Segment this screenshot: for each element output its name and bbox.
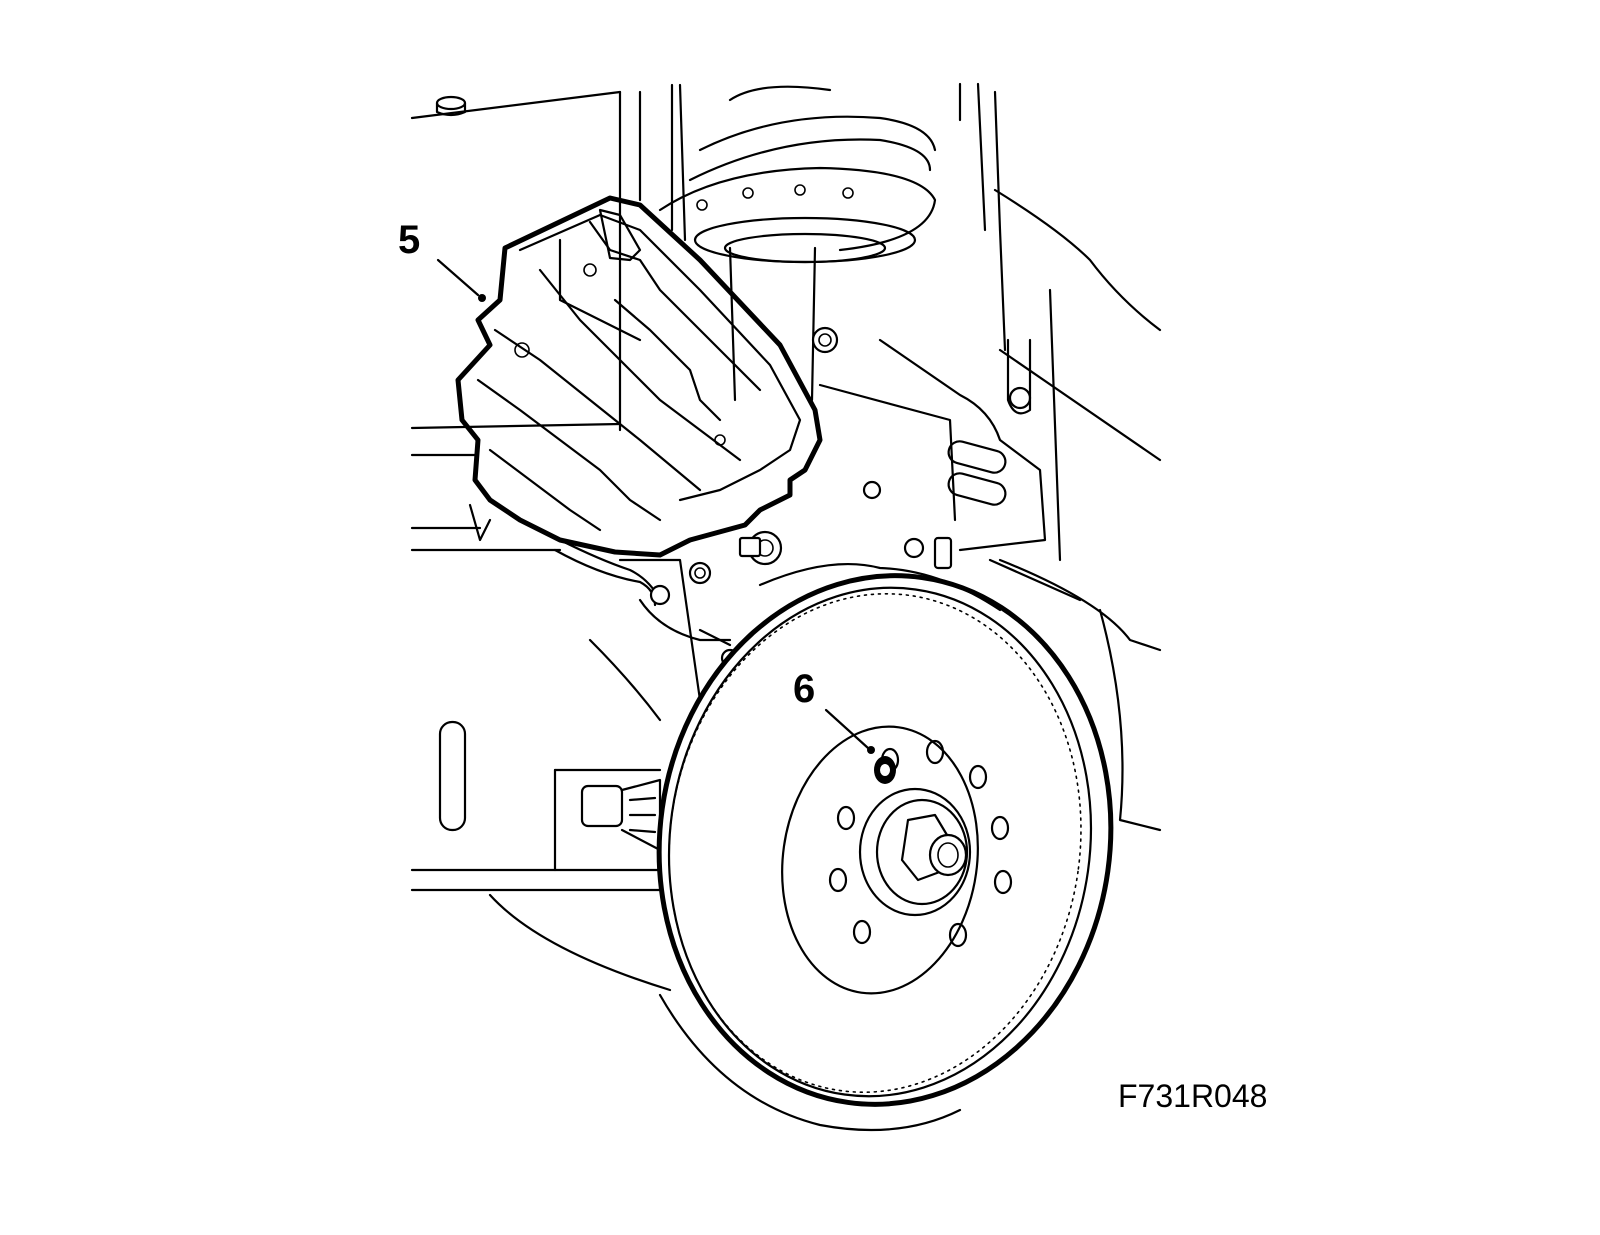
hub-nut — [900, 813, 968, 882]
callout-number-5: 5 — [398, 218, 420, 262]
wheel-speed-sensor — [580, 778, 662, 852]
brake-caliper — [455, 195, 823, 607]
brake-disc — [656, 563, 1114, 1132]
callout-leaders — [436, 258, 875, 754]
vehicle-body-structure — [410, 82, 1162, 992]
coil-spring-strut — [658, 83, 937, 402]
figure-code: F731R048 — [1118, 1078, 1267, 1114]
callout-number-6: 6 — [793, 667, 815, 711]
brake-disc-screw — [874, 756, 896, 784]
